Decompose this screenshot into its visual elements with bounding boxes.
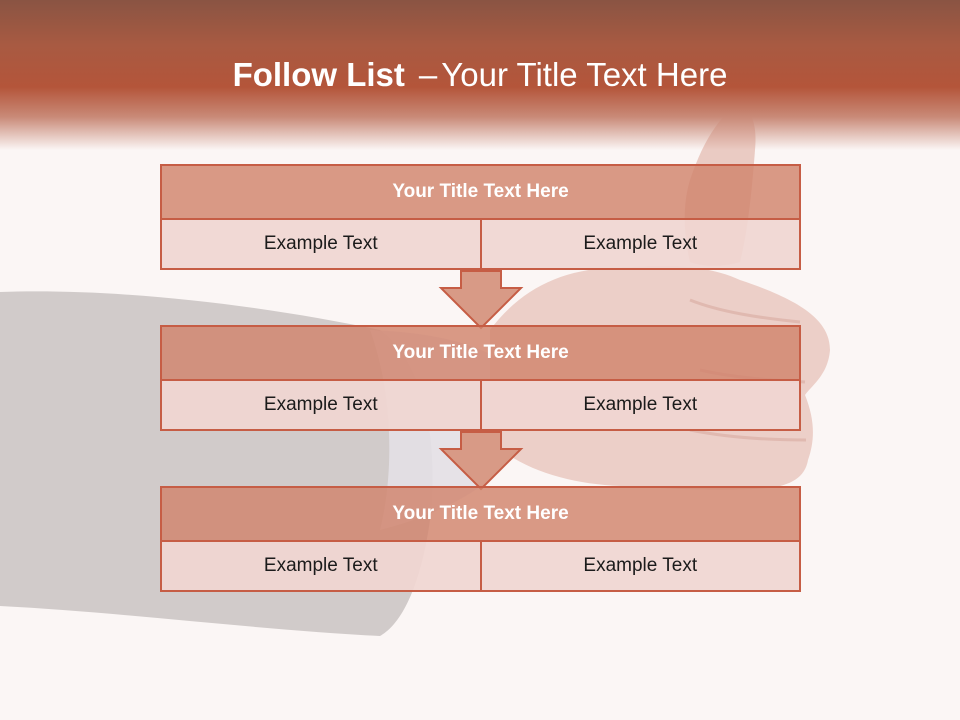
slide-title: Follow List–Your Title Text Here (0, 56, 960, 94)
down-arrow-icon (438, 431, 524, 491)
block-row: Example Text Example Text (160, 220, 801, 270)
slide-title-rest: Your Title Text Here (441, 56, 728, 93)
block-cell-left: Example Text (162, 542, 480, 590)
block-cell-right: Example Text (479, 381, 799, 429)
block-title: Your Title Text Here (160, 164, 801, 220)
block-cell-right: Example Text (479, 542, 799, 590)
block-cell-right: Example Text (479, 220, 799, 268)
block-title: Your Title Text Here (160, 486, 801, 542)
block-row: Example Text Example Text (160, 381, 801, 431)
list-block-1: Your Title Text Here Example Text Exampl… (160, 164, 801, 270)
header-bar: Follow List–Your Title Text Here (0, 0, 960, 150)
slide-title-dash: – (418, 56, 438, 93)
list-block-3: Your Title Text Here Example Text Exampl… (160, 486, 801, 592)
list-block-2: Your Title Text Here Example Text Exampl… (160, 325, 801, 431)
block-cell-left: Example Text (162, 381, 480, 429)
block-title: Your Title Text Here (160, 325, 801, 381)
slide-title-bold: Follow List (232, 56, 405, 93)
block-row: Example Text Example Text (160, 542, 801, 592)
down-arrow-icon (438, 270, 524, 330)
block-cell-left: Example Text (162, 220, 480, 268)
